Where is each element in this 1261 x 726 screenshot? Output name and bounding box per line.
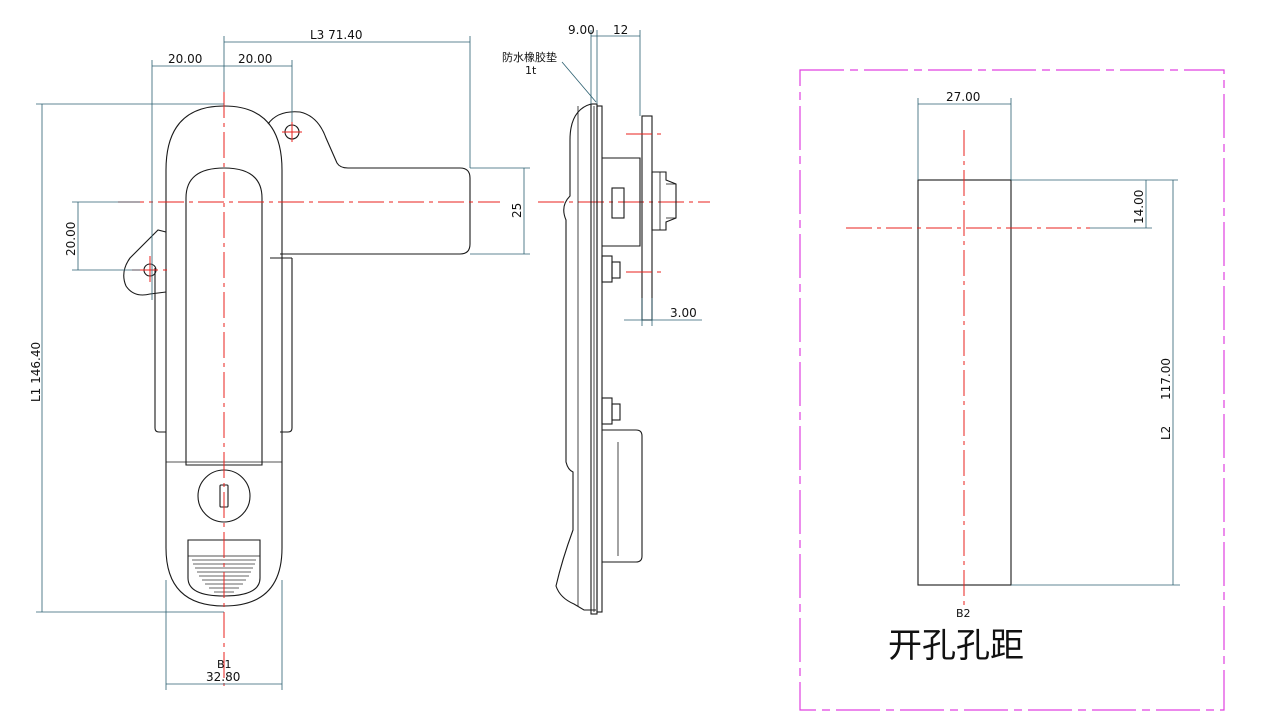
cutout-view: 27.00 14.00 117.00 L2 B2 开孔孔距 — [799, 69, 1225, 711]
dim-gasket-thickness: 9.00 — [568, 23, 595, 37]
front-view: L3 71.40 20.00 20.00 20.00 L1 146.40 25 — [29, 28, 710, 690]
front-dimensions: L3 71.40 20.00 20.00 20.00 L1 146.40 25 — [29, 28, 530, 690]
dim-top-left: 20.00 — [168, 52, 202, 66]
dim-b1-value: 32.80 — [206, 670, 240, 684]
front-inner-recess — [185, 167, 263, 466]
dim-cutout-top-offset: 14.00 — [1132, 190, 1146, 224]
dim-top-right: 20.00 — [238, 52, 272, 66]
side-lock-body — [602, 429, 643, 563]
dim-left-offset: 20.00 — [64, 222, 78, 256]
side-panel — [596, 105, 603, 613]
front-back-plate — [154, 257, 293, 433]
dim-plate-thickness: 3.00 — [670, 306, 697, 320]
dim-l1: L1 146.40 — [29, 342, 43, 402]
front-outer-body — [165, 105, 283, 607]
dim-b2: B2 — [956, 607, 971, 620]
cutout-dimensions: 27.00 14.00 117.00 L2 B2 — [917, 90, 1180, 620]
side-bolt — [651, 171, 677, 231]
cutout-title: 开孔孔距 — [888, 626, 1024, 666]
dim-b1-label: B1 — [217, 658, 232, 671]
dim-l2: L2 — [1159, 426, 1173, 440]
side-stud-1 — [601, 255, 613, 283]
side-stud-2-nut — [611, 403, 621, 421]
front-lever-arm — [267, 111, 471, 255]
side-housing — [602, 157, 641, 247]
side-mount-plate — [641, 115, 653, 321]
gasket-label: 防水橡胶垫 — [502, 50, 557, 64]
dim-cutout-width: 27.00 — [946, 90, 980, 104]
side-stud-2 — [601, 397, 613, 425]
dim-l3: L3 71.40 — [310, 28, 363, 42]
dim-handle-height: 25 — [510, 203, 524, 218]
side-stud-1-nut — [611, 261, 621, 279]
gasket-sub: 1t — [525, 64, 537, 77]
dim-plate: 12 — [613, 23, 628, 37]
side-cam — [611, 187, 625, 219]
dim-cutout-height: 117.00 — [1159, 358, 1173, 400]
front-left-ear — [123, 229, 167, 296]
side-view: 9.00 12 防水橡胶垫 1t 3.00 — [502, 23, 702, 615]
side-handle-profile — [555, 103, 596, 611]
cutout-frame — [799, 69, 1225, 711]
side-dimensions: 9.00 12 防水橡胶垫 1t 3.00 — [502, 23, 702, 326]
